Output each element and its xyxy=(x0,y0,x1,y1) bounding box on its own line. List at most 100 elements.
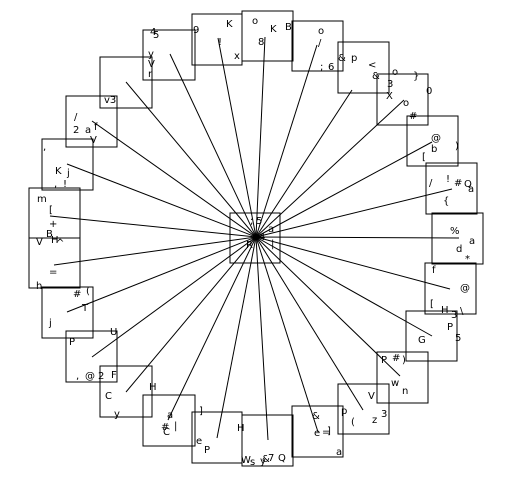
node-label: = xyxy=(322,427,330,438)
ray-n11 xyxy=(255,236,433,337)
node-label: + xyxy=(49,219,57,230)
node-label: e xyxy=(196,436,202,447)
node-label: s xyxy=(250,457,255,468)
node-box-n19 xyxy=(65,330,118,383)
node-label: j xyxy=(48,318,52,329)
node-label: o xyxy=(392,67,398,78)
node-label: a xyxy=(167,410,173,421)
node-label: C xyxy=(163,427,170,438)
ray-n13 xyxy=(255,236,364,411)
node-label: T xyxy=(81,303,89,314)
node-label: & xyxy=(372,71,380,82)
node-box-n17 xyxy=(142,394,196,447)
node-label: / xyxy=(74,112,78,123)
node-label: 3 xyxy=(381,409,387,420)
node-label: P xyxy=(204,445,210,456)
node-box-n23 xyxy=(65,95,118,148)
node-label: & xyxy=(312,411,320,422)
node-label: 2 xyxy=(98,371,104,382)
node-label: a xyxy=(85,125,91,136)
node-label: 4 xyxy=(150,27,156,38)
ray-n06 xyxy=(255,99,405,238)
node-label: ) xyxy=(402,355,406,366)
node-label: B xyxy=(285,22,292,33)
node-label: K xyxy=(270,24,277,35)
ray-n09 xyxy=(255,236,460,239)
node-label: ) xyxy=(455,141,459,152)
ray-n22 xyxy=(66,163,257,238)
ray-n03 xyxy=(255,36,266,238)
node-label: ! xyxy=(446,174,450,185)
node-label: # xyxy=(161,422,169,433)
center-hub xyxy=(253,234,259,240)
node-label: w xyxy=(391,378,399,389)
node-label: ^ xyxy=(56,238,64,249)
ray-n04 xyxy=(255,44,318,238)
node-label: H xyxy=(149,382,157,393)
ray-n20 xyxy=(66,236,257,313)
node-label: * xyxy=(465,254,470,265)
node-box-n12 xyxy=(376,351,429,404)
node-label: 2 xyxy=(73,125,79,136)
node-label: } xyxy=(413,71,419,82)
node-box-n08 xyxy=(425,162,478,215)
node-label: V xyxy=(90,135,97,146)
node-label: / xyxy=(318,38,322,49)
node-label: y xyxy=(148,49,154,60)
node-label: m xyxy=(37,194,47,205)
node-label: , xyxy=(76,371,79,382)
node-label: ! xyxy=(63,179,67,190)
node-label: K xyxy=(55,166,62,177)
node-box-n20 xyxy=(41,286,94,339)
node-label: ] xyxy=(199,406,203,417)
node-label: V xyxy=(36,237,43,248)
node-label: & xyxy=(338,53,346,64)
ray-n08 xyxy=(255,188,453,238)
node-label: X xyxy=(386,91,393,102)
node-label: U xyxy=(110,327,117,338)
node-label: o xyxy=(403,98,409,109)
node-label: 5 xyxy=(153,30,159,41)
center-label: ; xyxy=(250,216,253,227)
ray-n21-upper xyxy=(49,215,257,238)
node-label: @ xyxy=(431,133,441,144)
node-box-n13 xyxy=(337,383,390,435)
node-label: / xyxy=(429,178,433,189)
node-label: ( xyxy=(86,286,90,297)
node-label: \ xyxy=(460,306,464,317)
ray-n14 xyxy=(255,236,319,433)
node-label: o xyxy=(252,16,258,27)
node-label: ] xyxy=(327,426,331,437)
node-label: P xyxy=(447,322,453,333)
node-box-n04 xyxy=(291,20,344,72)
node-box-n05 xyxy=(337,41,390,94)
node-label: e xyxy=(314,428,320,439)
node-label: [ xyxy=(430,299,434,310)
node-label: [ xyxy=(49,205,53,216)
center-label: R xyxy=(246,240,253,251)
node-label: B xyxy=(46,229,53,240)
node-label: d xyxy=(456,244,462,255)
ray-n15 xyxy=(255,236,269,441)
node-label: Q xyxy=(278,453,286,464)
ray-n23 xyxy=(91,120,257,238)
node-label: F xyxy=(111,370,117,381)
node-label: 8 xyxy=(258,37,264,48)
ray-n18 xyxy=(125,236,257,393)
ray-n10 xyxy=(255,236,451,290)
node-label: j xyxy=(66,168,70,179)
node-box-n14 xyxy=(291,405,344,458)
node-label: 3 xyxy=(387,79,393,90)
node-label: a xyxy=(336,447,342,458)
node-label: f xyxy=(432,265,436,276)
node-box-n01 xyxy=(142,29,196,81)
node-label: { xyxy=(443,196,449,207)
node-label: P xyxy=(381,355,387,366)
node-label: ( xyxy=(351,417,355,428)
node-label: 5 xyxy=(455,333,461,344)
node-label: y xyxy=(114,409,120,420)
ray-n21-lower xyxy=(53,236,257,266)
node-label: r xyxy=(148,69,153,80)
